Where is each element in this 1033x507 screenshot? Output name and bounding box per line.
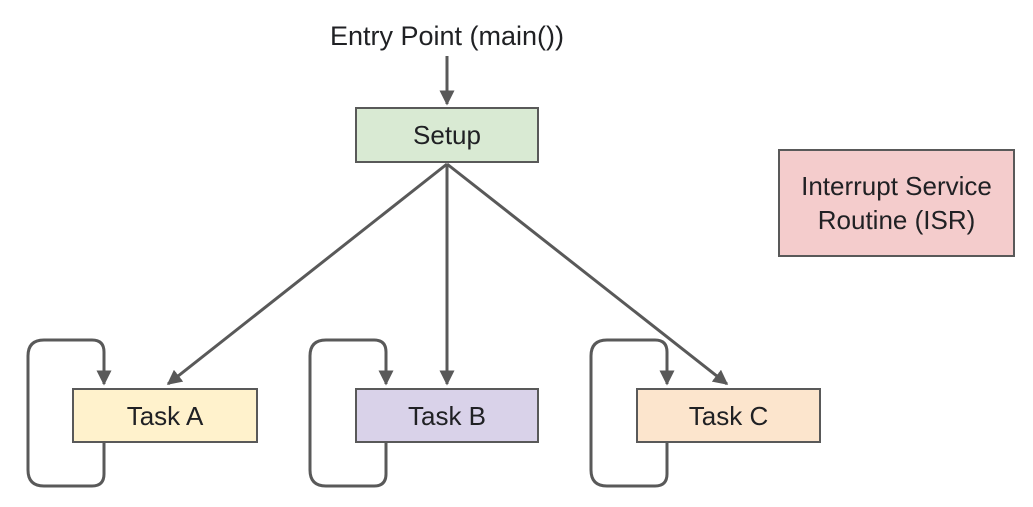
task-b-label: Task B bbox=[407, 400, 487, 431]
task-a-label: Task A bbox=[126, 400, 204, 431]
edge-task-a-loop bbox=[26, 338, 112, 488]
edge-task-b-loop bbox=[308, 338, 394, 488]
isr-label-line1: Interrupt Service bbox=[801, 171, 992, 201]
task-c-label: Task C bbox=[688, 400, 769, 431]
edge-setup-to-task-c bbox=[446, 162, 729, 386]
isr-node: Interrupt Service Routine (ISR) bbox=[778, 149, 1015, 257]
isr-label-line2: Routine (ISR) bbox=[817, 205, 976, 235]
task-b-node: Task B bbox=[355, 388, 539, 443]
setup-label: Setup bbox=[413, 120, 481, 150]
edge-task-c-loop bbox=[589, 338, 675, 488]
task-c-node: Task C bbox=[636, 388, 821, 443]
entry-point-label: Entry Point (main()) bbox=[329, 21, 565, 51]
edge-setup-to-task-a bbox=[166, 162, 448, 386]
setup-node: Setup bbox=[355, 107, 539, 163]
task-a-node: Task A bbox=[72, 388, 258, 443]
